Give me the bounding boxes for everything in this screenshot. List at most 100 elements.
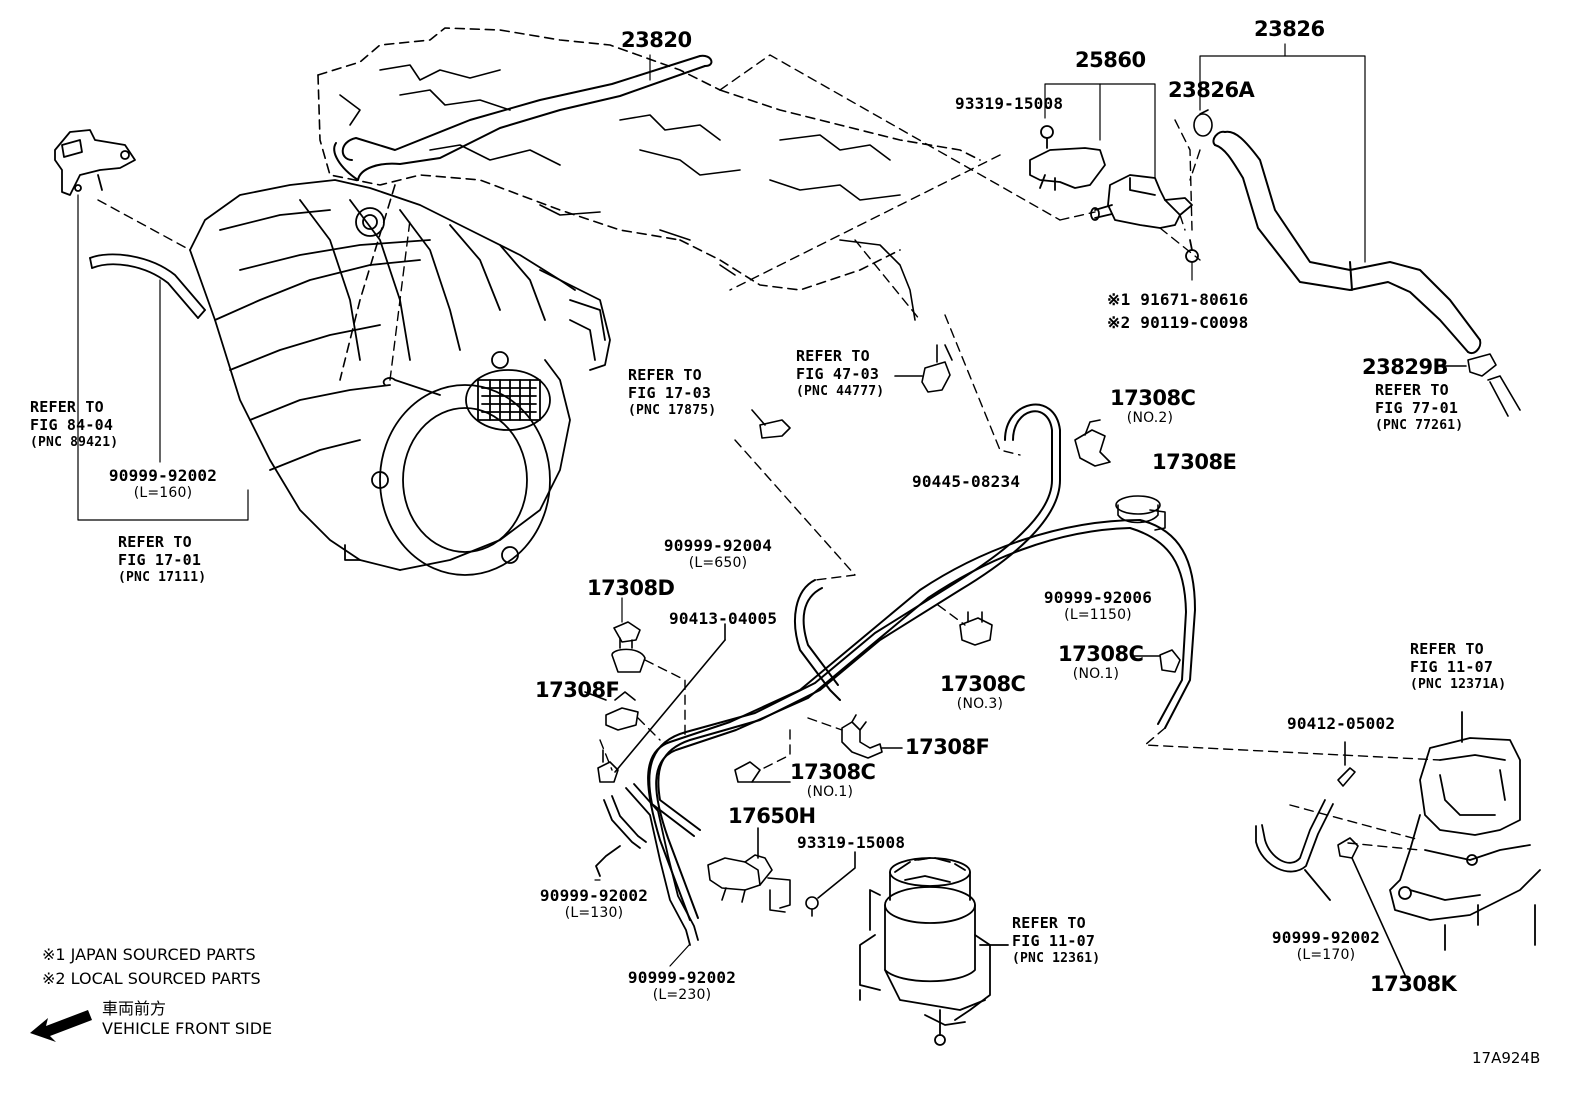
- clamp-17308E-drawing: [1115, 495, 1166, 531]
- intake-manifold-drawing: [189, 179, 611, 576]
- clamp-17308C-no2-drawing: [1074, 419, 1111, 467]
- hose-code: 90999-92004: [663, 536, 773, 555]
- part-qualifier: (NO.3): [956, 696, 1004, 712]
- vehicle-front-en: VEHICLE FRONT SIDE: [102, 1019, 273, 1038]
- part-label-90119: ※2 90119-C0098: [1107, 313, 1249, 332]
- ref-line: (PNC 44777): [796, 384, 885, 399]
- ref-line: FIG 11-07: [1410, 658, 1494, 676]
- mount-dashed: [917, 857, 933, 861]
- part-number: 17308C: [790, 760, 876, 784]
- hose-230-drawing: [625, 783, 699, 946]
- part-label-17308C-no3: 17308C (NO.3): [940, 672, 1026, 713]
- part-label-17308F-left: 17308F: [535, 678, 620, 702]
- engine-outline: [317, 27, 981, 381]
- hose-length: (L=170): [1296, 947, 1356, 963]
- left-clamp-dashed: [599, 659, 686, 771]
- part-label-17308C-no2: 17308C (NO.2): [1110, 386, 1196, 427]
- ref-line: REFER TO: [628, 366, 702, 384]
- hose-23820-drawing: [333, 54, 713, 181]
- clip-23829B-drawing: [1435, 353, 1521, 417]
- clamp-17308D-drawing: [611, 621, 646, 673]
- sensor-bracket-drawing: [54, 129, 136, 196]
- part-label-17308K: 17308K: [1370, 972, 1457, 996]
- ref-fig-11-07-b: REFER TO FIG 11-07 (PNC 12361): [1012, 914, 1100, 968]
- hose-code: 90999-92002: [1271, 928, 1381, 947]
- part-qualifier: (NO.1): [806, 784, 854, 800]
- hose-160-drawing: [89, 253, 206, 319]
- ref-fig-77-01: REFER TO FIG 77-01 (PNC 77261): [1375, 381, 1463, 435]
- bottom-left-leaders: [594, 879, 691, 967]
- arrow-left-icon: [30, 1010, 92, 1042]
- clamp-17308K-drawing: [1337, 837, 1406, 976]
- part-label-17650H: 17650H: [728, 804, 816, 828]
- part-number: 17308C: [940, 672, 1026, 696]
- hose-23826-callout: [1199, 43, 1366, 263]
- hose-23826-drawing: [1212, 130, 1482, 354]
- clamp-17308C-no3-drawing: [959, 611, 993, 646]
- connector-44777-drawing: [894, 344, 953, 393]
- part-label-hose-170: 90999-92002 (L=170): [1268, 928, 1384, 964]
- part-label-90412: 90412-05002: [1287, 714, 1396, 733]
- ref-fig-17-03: REFER TO FIG 17-03 (PNC 17875): [628, 366, 716, 420]
- ref-line: FIG 11-07: [1012, 932, 1096, 950]
- clamp-17308C-no1-right-drawing: [1131, 649, 1181, 673]
- connector-90412-drawing: [1337, 741, 1356, 787]
- part-number: 17308C: [1058, 642, 1144, 666]
- ref-fig-84-04: REFER TO FIG 84-04 (PNC 89421): [30, 398, 118, 452]
- part-label-23826A: 23826A: [1168, 78, 1255, 102]
- hose-650-drawing: [794, 579, 841, 701]
- part-label-23826: 23826: [1254, 17, 1325, 41]
- vsv-25860-drawing: [1029, 125, 1199, 263]
- part-label-90413: 90413-04005: [669, 609, 778, 628]
- hose-length: (L=1150): [1064, 607, 1132, 623]
- part-label-hose-160: 90999-92002 (L=160): [105, 466, 221, 502]
- hose-length: (L=230): [652, 987, 712, 1003]
- part-qualifier: (NO.2): [1126, 410, 1174, 426]
- ref-line: (PNC 17111): [118, 570, 207, 585]
- ref-line: REFER TO: [118, 533, 192, 551]
- diagram-id: 17A924B: [1472, 1049, 1541, 1067]
- ref-line: FIG 47-03: [796, 365, 880, 383]
- clamp-17308F-left-drawing: [584, 691, 639, 731]
- part-label-17308D: 17308D: [587, 576, 675, 600]
- ref-line: FIG 84-04: [30, 416, 114, 434]
- ref-fig-47-03: REFER TO FIG 47-03 (PNC 44777): [796, 347, 884, 401]
- hose-code: 90999-92006: [1043, 588, 1153, 607]
- part-label-17308C-no1-mid: 17308C (NO.1): [790, 760, 876, 801]
- part-label-17308F-mid: 17308F: [905, 735, 990, 759]
- hose-90999-92006-drawing: [647, 519, 1196, 921]
- part-qualifier: (NO.1): [1072, 666, 1120, 682]
- part-label-17308C-no1-right: 17308C (NO.1): [1058, 642, 1144, 683]
- hose-code: 90999-92002: [627, 968, 737, 987]
- part-number: 17308C: [1110, 386, 1196, 410]
- mid-dashed: [759, 717, 843, 771]
- ref-line: REFER TO: [1410, 640, 1484, 658]
- mount-right-dashed: [1144, 727, 1441, 851]
- ref-line: REFER TO: [796, 347, 870, 365]
- manifold-dashed-leaders: [97, 54, 1061, 381]
- engine-head-detail: [339, 64, 916, 321]
- part-label-23829B: 23829B: [1362, 355, 1449, 379]
- ref-line: FIG 17-01: [118, 551, 202, 569]
- ref-line: REFER TO: [1375, 381, 1449, 399]
- ref-line: (PNC 12371A): [1410, 677, 1507, 692]
- ref-line: FIG 77-01: [1375, 399, 1459, 417]
- part-label-93319-bottom: 93319-15008: [797, 833, 906, 852]
- vehicle-front-jp: 車両前方: [102, 999, 167, 1018]
- ref-line: (PNC 77261): [1375, 418, 1464, 433]
- part-label-23820: 23820: [621, 28, 692, 52]
- connector-17875-drawing: [751, 409, 791, 439]
- legend-note-2: ※2 LOCAL SOURCED PARTS: [42, 969, 261, 988]
- part-label-93319-top: 93319-15008: [955, 94, 1064, 113]
- part-label-hose-130: 90999-92002 (L=130): [536, 886, 652, 922]
- ref-line: FIG 17-03: [628, 384, 712, 402]
- ref-line: REFER TO: [30, 398, 104, 416]
- ref-line: (PNC 12361): [1012, 951, 1101, 966]
- ref-line: (PNC 17875): [628, 403, 717, 418]
- no3-dashed: [937, 604, 966, 626]
- hose-130-drawing: [595, 795, 647, 877]
- hose-code: 90999-92002: [539, 886, 649, 905]
- clamp-17308F-mid-drawing: [841, 714, 903, 759]
- hose-length: (L=160): [133, 485, 193, 501]
